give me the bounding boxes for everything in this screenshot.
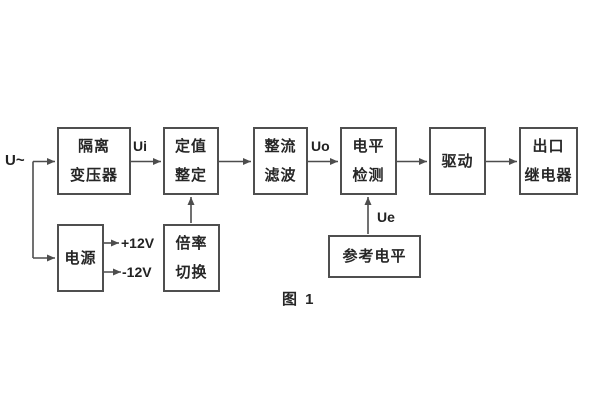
block-ratio-switch: 倍率 切换 <box>163 224 220 292</box>
block-label: 切换 <box>175 264 208 281</box>
signal-label-plus12v: +12V <box>121 235 155 251</box>
signal-label-minus12v: -12V <box>122 264 152 280</box>
block-label: 参考电平 <box>342 248 407 265</box>
block-power: 电源 <box>57 224 104 292</box>
figure-caption: 图 1 <box>282 291 316 308</box>
block-level-detection: 电平 检测 <box>340 127 397 195</box>
block-label: 电源 <box>64 249 97 267</box>
signal-label-ui: Ui <box>133 138 147 154</box>
block-isolation-transformer: 隔离 变压器 <box>57 127 131 195</box>
block-label: 出口 <box>532 138 565 155</box>
block-label: 检测 <box>352 167 385 184</box>
block-label: 继电器 <box>524 167 573 184</box>
block-rectifier-filter: 整流 滤波 <box>253 127 308 195</box>
block-label: 整流 <box>264 138 297 155</box>
block-label: 变压器 <box>69 167 118 184</box>
block-label: 定值 <box>174 138 207 155</box>
block-output-relay: 出口 继电器 <box>519 127 578 195</box>
block-label: 电平 <box>352 138 385 155</box>
block-drive: 驱动 <box>429 127 486 195</box>
signal-label-uo: Uo <box>311 138 330 154</box>
block-label: 隔离 <box>77 138 110 155</box>
block-setting: 定值 整定 <box>163 127 219 195</box>
block-reference-level: 参考电平 <box>328 235 421 278</box>
signal-label-input: U~ <box>5 152 25 169</box>
signal-label-ue: Ue <box>377 209 395 225</box>
block-label: 滤波 <box>264 167 297 184</box>
block-label: 驱动 <box>441 152 474 170</box>
block-label: 倍率 <box>175 235 208 252</box>
block-label: 整定 <box>174 167 207 184</box>
